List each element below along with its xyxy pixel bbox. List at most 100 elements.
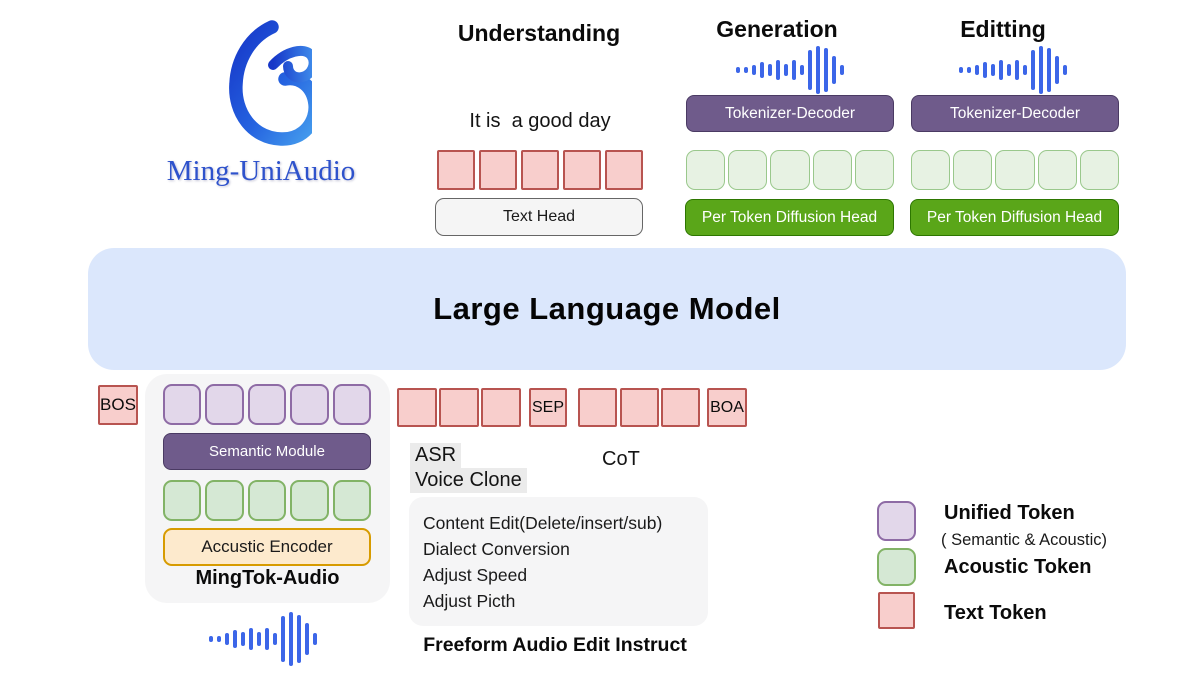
waveform-bar xyxy=(815,46,821,94)
waveform-bar xyxy=(799,64,805,76)
acoustic-token xyxy=(163,480,202,521)
large-language-model-band: Large Language Model xyxy=(88,248,1126,370)
text-token xyxy=(478,150,518,190)
generation-acoustic-token-row xyxy=(686,150,895,190)
legend-unified-token-label: Unified Token xyxy=(944,502,1075,524)
boa-token: BOA xyxy=(707,388,747,427)
waveform-bar xyxy=(232,629,238,649)
text-token xyxy=(520,150,560,190)
generation-diffusion-head-label: Per Token Diffusion Head xyxy=(701,208,878,226)
instruct-line: Content Edit(Delete/insert/sub) xyxy=(423,513,663,533)
acoustic-encoder-label: Accustic Encoder xyxy=(201,537,333,556)
legend-unified-token-sublabel: ( Semantic & Acoustic) xyxy=(941,531,1107,549)
text-token xyxy=(619,388,659,427)
generation-tokenizer-decoder-box: Tokenizer-Decoder xyxy=(686,95,894,132)
legend-text-token-label: Text Token xyxy=(944,602,1047,624)
unified-token xyxy=(290,384,329,425)
task-asr: ASR xyxy=(410,443,462,468)
acoustic-token xyxy=(728,150,768,190)
understanding-example-text: It is a good day xyxy=(469,110,611,132)
waveform-bar xyxy=(1006,63,1012,77)
waveform-bar xyxy=(1014,60,1020,80)
edit-instruct-box: Content Edit(Delete/insert/sub) Dialect C… xyxy=(409,497,708,626)
text-token xyxy=(562,150,602,190)
waveform-bar xyxy=(224,633,230,645)
waveform-bar xyxy=(1054,55,1060,85)
waveform-bar xyxy=(783,63,789,77)
unified-token xyxy=(205,384,244,425)
editing-waveform-icon xyxy=(952,44,1074,96)
waveform-bar xyxy=(240,632,246,646)
semantic-module-box: Semantic Module xyxy=(163,433,371,470)
waveform-bar xyxy=(1046,48,1052,92)
waveform-bar xyxy=(759,61,765,79)
waveform-bar xyxy=(974,64,980,76)
waveform-bar xyxy=(966,66,972,74)
waveform-bar xyxy=(982,61,988,79)
waveform-bar xyxy=(248,627,254,651)
waveform-bar xyxy=(208,635,214,643)
acoustic-token xyxy=(911,150,951,190)
acoustic-token xyxy=(686,150,726,190)
waveform-bar xyxy=(280,616,286,662)
legend-acoustic-token-swatch xyxy=(877,548,916,586)
waveform-bar xyxy=(1022,64,1028,76)
task-voice-clone: Voice Clone xyxy=(410,468,527,493)
unified-token xyxy=(163,384,202,425)
waveform-bar xyxy=(791,60,797,80)
acoustic-token xyxy=(953,150,993,190)
sep-label: SEP xyxy=(531,398,564,416)
text-head-label: Text Head xyxy=(502,208,576,225)
acoustic-token xyxy=(770,150,810,190)
acoustic-token xyxy=(290,480,329,521)
understanding-text-token-row xyxy=(437,150,644,190)
sequence-text-token-row-2 xyxy=(578,388,700,427)
mingtok-acoustic-token-row xyxy=(163,480,372,521)
instruct-line: Dialect Conversion xyxy=(423,539,570,559)
waveform-bar xyxy=(807,49,813,91)
unified-token xyxy=(332,384,372,425)
waveform-bar xyxy=(296,614,302,664)
waveform-bar xyxy=(743,66,749,74)
acoustic-token xyxy=(247,480,287,521)
acoustic-token xyxy=(1037,150,1077,190)
voice-clone-label: Voice Clone xyxy=(410,468,527,493)
editing-acoustic-token-row xyxy=(911,150,1120,190)
instruct-line: Adjust Speed xyxy=(423,565,528,585)
waveform-bar xyxy=(990,63,996,77)
legend-unified-token-swatch xyxy=(877,501,916,541)
semantic-module-label: Semantic Module xyxy=(209,443,325,460)
input-audio-waveform-icon xyxy=(202,610,324,668)
text-token xyxy=(397,388,437,427)
mingtok-unified-token-row xyxy=(163,384,372,425)
editing-heading: Editting xyxy=(960,16,1046,42)
waveform-bar xyxy=(839,64,845,76)
text-token xyxy=(437,150,476,190)
ming-uniaudio-logo-icon xyxy=(229,20,312,146)
waveform-bar xyxy=(823,48,829,92)
unified-token xyxy=(247,384,287,425)
waveform-bar xyxy=(1062,64,1068,76)
acoustic-encoder-box: Accustic Encoder xyxy=(163,528,371,566)
text-token xyxy=(661,388,700,427)
understanding-heading: Understanding xyxy=(457,20,621,46)
waveform-bar xyxy=(1030,49,1036,91)
acoustic-token xyxy=(205,480,244,521)
waveform-bar xyxy=(958,66,964,74)
waveform-bar xyxy=(288,612,294,666)
llm-label: Large Language Model xyxy=(433,291,781,326)
waveform-bar xyxy=(256,632,262,646)
legend-text-token-swatch xyxy=(878,592,915,629)
generation-diffusion-head-box: Per Token Diffusion Head xyxy=(685,199,894,236)
generation-tokenizer-decoder-label: Tokenizer-Decoder xyxy=(724,104,856,122)
waveform-bar xyxy=(216,635,222,643)
waveform-bar xyxy=(735,66,741,74)
editing-diffusion-head-box: Per Token Diffusion Head xyxy=(910,199,1119,236)
legend-acoustic-token-label: Acoustic Token xyxy=(944,556,1092,578)
edit-instruct-caption: Freeform Audio Edit Instruct xyxy=(423,634,687,656)
instruct-line: Adjust Picth xyxy=(423,591,516,611)
waveform-bar xyxy=(304,623,310,655)
acoustic-token xyxy=(332,480,372,521)
boa-label: BOA xyxy=(710,398,744,416)
